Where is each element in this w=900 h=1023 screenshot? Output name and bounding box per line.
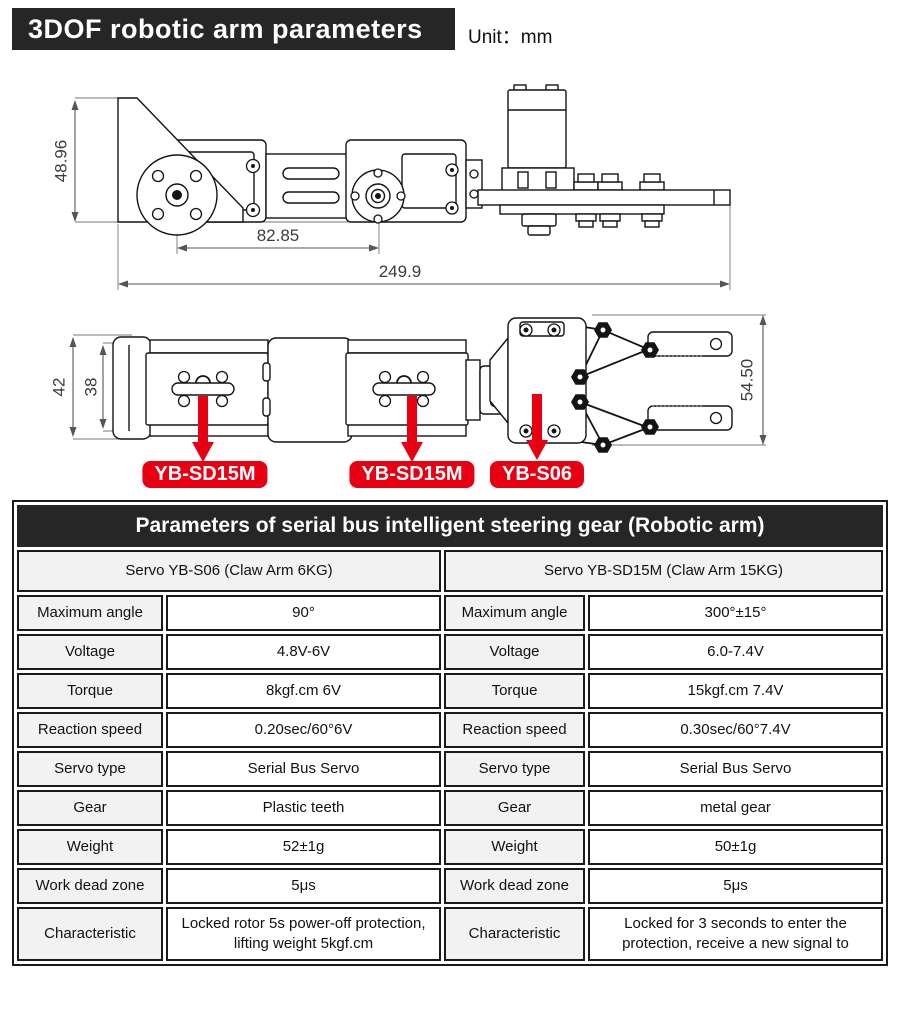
row-label: Characteristic bbox=[444, 907, 585, 961]
hex-nuts bbox=[571, 322, 659, 453]
row-value: 50±1g bbox=[588, 829, 883, 865]
red-down-arrow-icons bbox=[192, 394, 548, 462]
row-label: Torque bbox=[17, 673, 163, 709]
side-view-drawing: 48.96 82.85 249.9 bbox=[51, 84, 731, 290]
unit-label: Unit：mm bbox=[468, 27, 553, 48]
page-title-banner: 3DOF robotic arm parameters bbox=[12, 8, 455, 50]
row-value: 8kgf.cm 6V bbox=[166, 673, 441, 709]
row-value: 5μs bbox=[588, 868, 883, 904]
dim-total-length-label: 249.9 bbox=[379, 262, 422, 281]
row-label: Torque bbox=[444, 673, 585, 709]
row-label: Weight bbox=[444, 829, 585, 865]
row-value: 5μs bbox=[166, 868, 441, 904]
parameters-table: Parameters of serial bus intelligent ste… bbox=[12, 500, 888, 966]
row-label: Maximum angle bbox=[444, 595, 585, 631]
row-value: Locked for 3 seconds to enter the protec… bbox=[588, 907, 883, 961]
row-label: Work dead zone bbox=[444, 868, 585, 904]
row-label: Servo type bbox=[444, 751, 585, 787]
row-label: Servo type bbox=[17, 751, 163, 787]
servo-tag-s06: YB-S06 bbox=[489, 461, 585, 488]
column-header-sd15m: Servo YB-SD15M (Claw Arm 15KG) bbox=[444, 550, 883, 592]
row-value: 300°±15° bbox=[588, 595, 883, 631]
column-header-s06: Servo YB-S06 (Claw Arm 6KG) bbox=[17, 550, 441, 592]
row-label: Gear bbox=[17, 790, 163, 826]
dim-outer-width-label: 42 bbox=[49, 378, 68, 397]
arm-top-art bbox=[112, 317, 733, 453]
row-label: Work dead zone bbox=[17, 868, 163, 904]
servo-tag-sd15m-2: YB-SD15M bbox=[349, 461, 475, 488]
row-value: 0.30sec/60°7.4V bbox=[588, 712, 883, 748]
table-left-half: Servo YB-S06 (Claw Arm 6KG) Maximum angl… bbox=[17, 550, 441, 961]
row-value: 6.0-7.4V bbox=[588, 634, 883, 670]
page-title: 3DOF robotic arm parameters bbox=[28, 13, 423, 44]
row-value: Serial Bus Servo bbox=[588, 751, 883, 787]
row-value: 52±1g bbox=[166, 829, 441, 865]
row-value: 0.20sec/60°6V bbox=[166, 712, 441, 748]
row-value: Plastic teeth bbox=[166, 790, 441, 826]
row-label: Voltage bbox=[17, 634, 163, 670]
row-value: Locked rotor 5s power-off protection, li… bbox=[166, 907, 441, 961]
dim-claw-length-label: 54.50 bbox=[737, 359, 756, 402]
row-label: Characteristic bbox=[17, 907, 163, 961]
row-label: Reaction speed bbox=[444, 712, 585, 748]
row-value: 4.8V-6V bbox=[166, 634, 441, 670]
row-label: Reaction speed bbox=[17, 712, 163, 748]
row-label: Voltage bbox=[444, 634, 585, 670]
dim-servo-span-label: 82.85 bbox=[257, 226, 300, 245]
arm-side-art bbox=[117, 84, 731, 236]
row-value: 15kgf.cm 7.4V bbox=[588, 673, 883, 709]
top-view-drawing: 42 38 54.50 bbox=[49, 314, 767, 462]
row-value: metal gear bbox=[588, 790, 883, 826]
row-label: Gear bbox=[444, 790, 585, 826]
row-value: 90° bbox=[166, 595, 441, 631]
row-value: Serial Bus Servo bbox=[166, 751, 441, 787]
dim-inner-width-label: 38 bbox=[81, 378, 100, 397]
top-view-section: 42 38 54.50 YB-SD15M YB-SD15M YB-S06 bbox=[0, 298, 900, 498]
table-title: Parameters of serial bus intelligent ste… bbox=[17, 505, 883, 547]
row-label: Maximum angle bbox=[17, 595, 163, 631]
dim-height-label: 48.96 bbox=[51, 140, 70, 183]
servo-tag-sd15m-1: YB-SD15M bbox=[142, 461, 268, 488]
row-label: Weight bbox=[17, 829, 163, 865]
table-right-half: Servo YB-SD15M (Claw Arm 15KG) Maximum a… bbox=[444, 550, 883, 961]
